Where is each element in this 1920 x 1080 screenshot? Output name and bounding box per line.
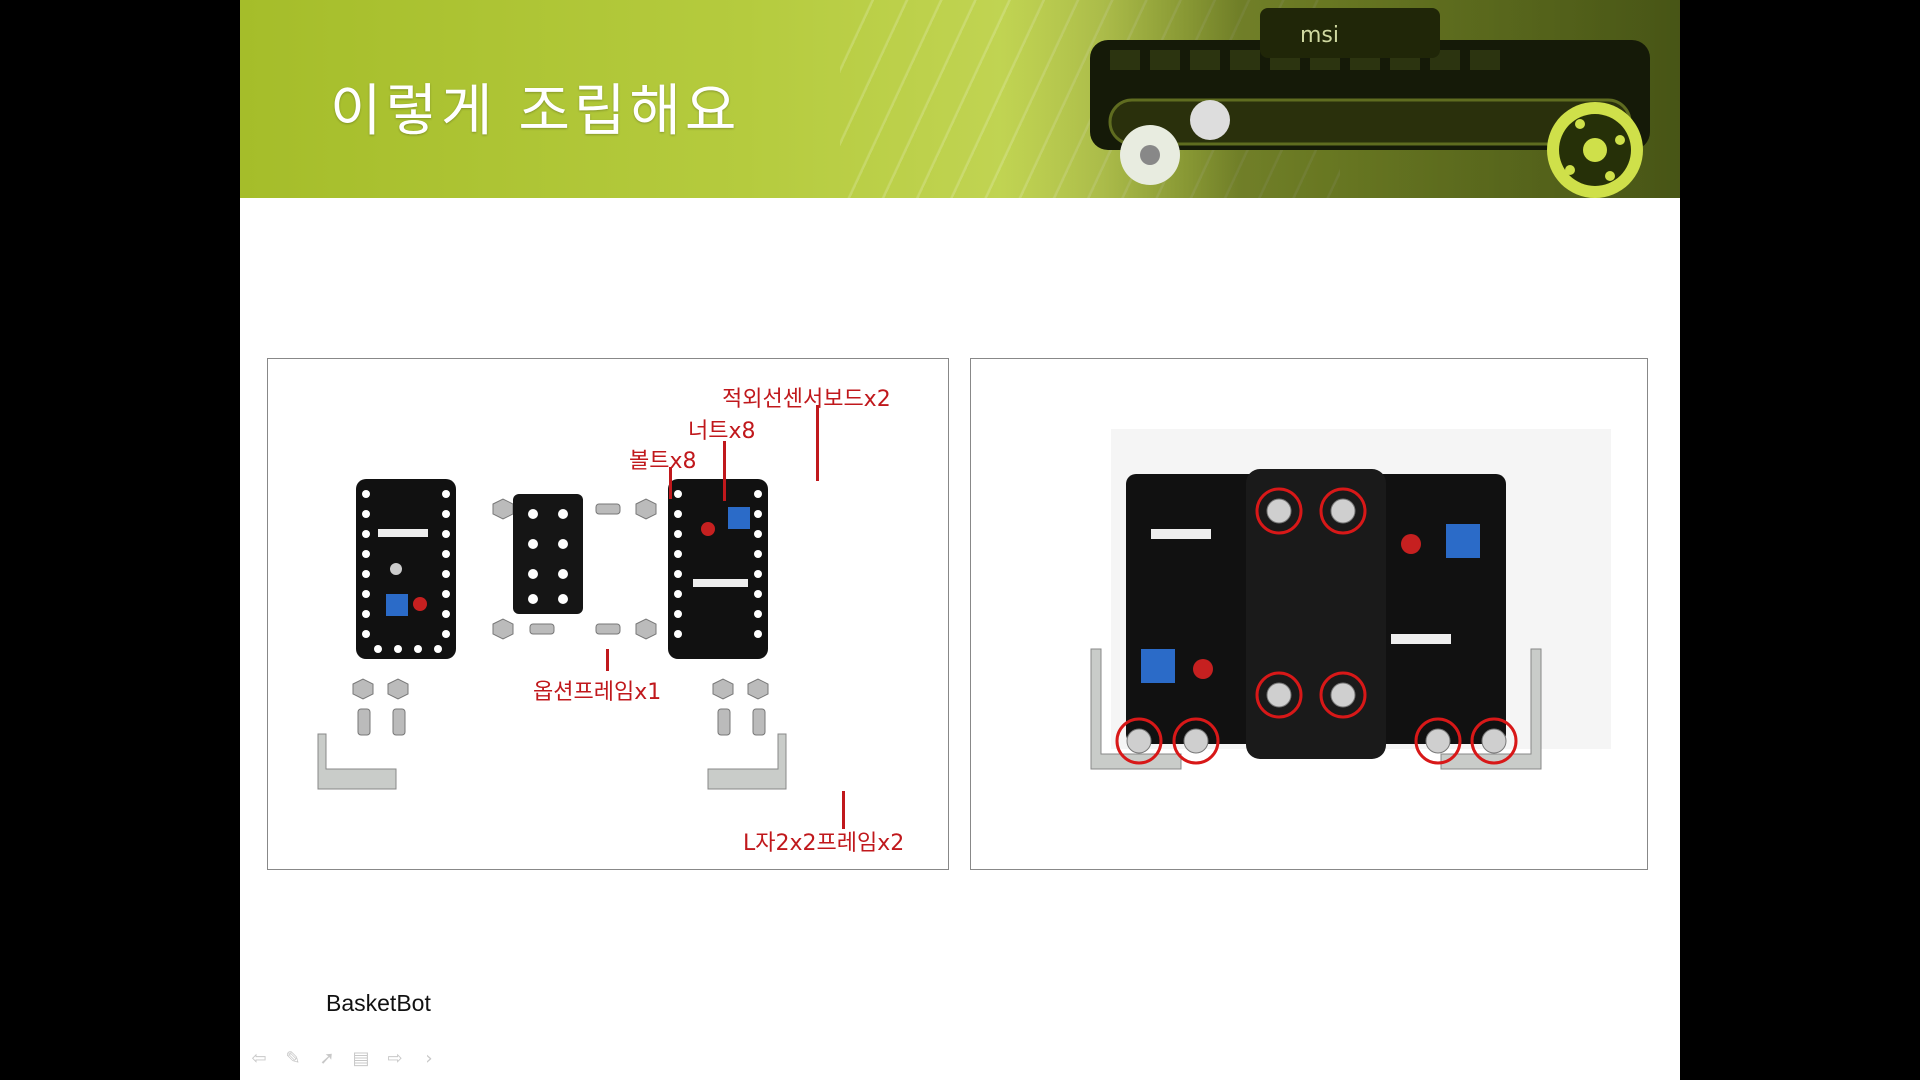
footer-text: BasketBot: [326, 990, 431, 1016]
slideshow-nav: ⇦ ✎ ➚ ▤ ⇨ ›: [248, 1048, 440, 1070]
svg-text:msi: msi: [1300, 23, 1339, 48]
nuts-bolts-right-image: [595, 498, 769, 736]
pen-icon[interactable]: ✎: [285, 1048, 301, 1069]
leader-nut: [723, 441, 726, 501]
parts-photo-frame: 적외선센서보드x2 너트x8 볼트x8 옵션프레임x1 L자2x2프레임x2: [267, 358, 949, 870]
label-sensor-board: 적외선센서보드x2: [722, 387, 891, 412]
label-l-frame: L자2x2프레임x2: [743, 831, 905, 856]
leader-bolt: [669, 467, 672, 499]
leader-option-frame: [606, 649, 609, 671]
arrow-left-icon[interactable]: ⇦: [251, 1048, 267, 1069]
header-banner: msi 이렇게 조립해요: [240, 0, 1680, 198]
slide: msi 이렇게 조립해요: [240, 0, 1680, 1080]
leader-sensor-board: [816, 405, 819, 481]
parts-photo: [317, 479, 787, 790]
assembled-photo: [1090, 429, 1611, 770]
sensor-board-right-image: [668, 479, 768, 659]
robot-tank-image: msi: [1000, 0, 1680, 198]
sensor-board-left-image: [356, 479, 456, 659]
option-frame-image: [513, 494, 583, 614]
chevron-right-icon[interactable]: ›: [425, 1048, 433, 1069]
slide-title: 이렇게 조립해요: [330, 79, 741, 144]
pointer-icon[interactable]: ➚: [319, 1048, 335, 1069]
arrow-right-icon[interactable]: ⇨: [387, 1048, 403, 1069]
label-option-frame: 옵션프레임x1: [533, 680, 662, 705]
menu-icon[interactable]: ▤: [352, 1048, 370, 1069]
leader-l-frame: [842, 791, 845, 829]
assembled-photo-frame: [970, 358, 1648, 870]
label-nut: 너트x8: [688, 419, 756, 444]
l-frame-left-image: [317, 733, 397, 790]
label-bolt: 볼트x8: [629, 449, 697, 474]
l-frame-right-image: [707, 733, 787, 790]
